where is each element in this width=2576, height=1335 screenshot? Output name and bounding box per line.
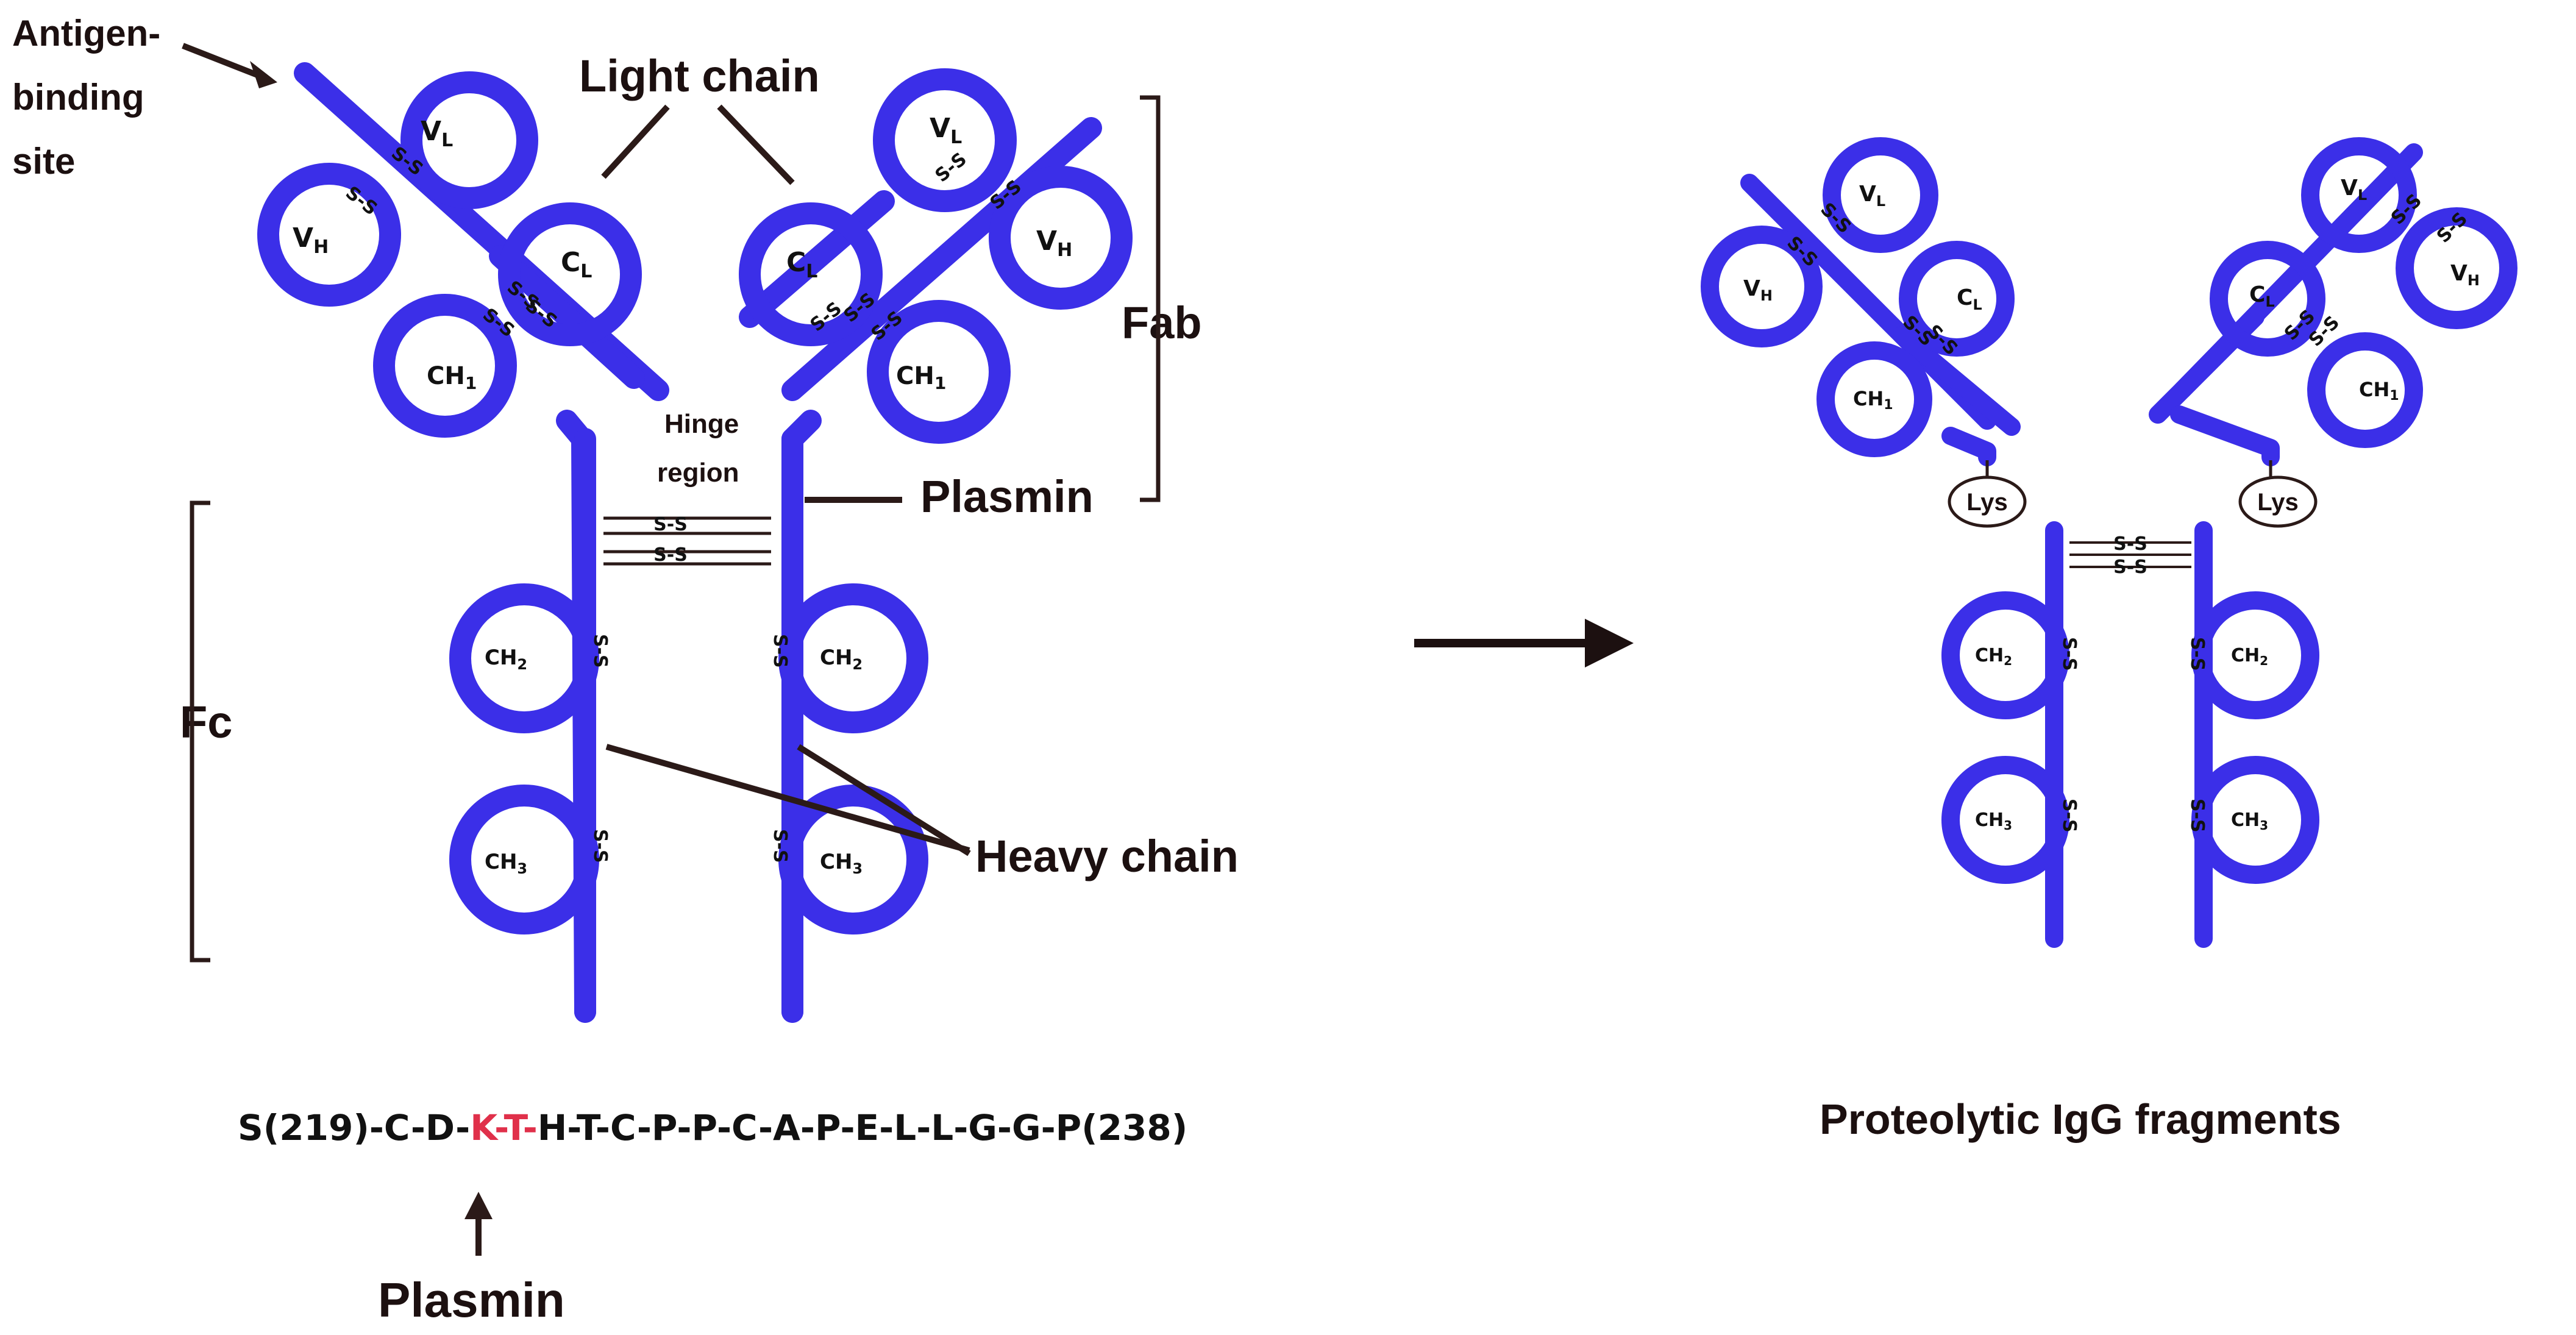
- right-fab-vh-loop: [2396, 207, 2517, 329]
- up-arrowhead: [464, 1192, 493, 1219]
- right-fab-tail: [2170, 405, 2280, 466]
- right-light-arm-strand: [739, 190, 895, 328]
- heavy-chain-pointer-left: [605, 744, 970, 853]
- left-fab-vh-loop: [1701, 226, 1823, 347]
- left-fab-fragment: VL VH CL CH1 S-S S-S S-S S-S: [1701, 137, 2021, 466]
- left-fab-vl-label: VL: [1859, 182, 1885, 210]
- left-fab-vl-loop: [1823, 137, 1938, 253]
- right-ch3-label: CH3: [820, 850, 863, 877]
- fc-right-ch3-ss: S-S: [2186, 799, 2208, 833]
- heavy-chain-label: Heavy chain: [975, 831, 1239, 881]
- fc-right-ch2-label: CH2: [2231, 645, 2268, 668]
- left-fab-cl-label: CL: [1957, 285, 1982, 313]
- right-fab-vl-loop: [2301, 137, 2417, 253]
- right-vl-ss: S-S: [931, 149, 971, 187]
- plasmin-hinge-label: Plasmin: [920, 471, 1094, 522]
- cleavage-site-residues: K-T-: [470, 1107, 538, 1148]
- proteolytic-fragments: VL VH CL CH1 S-S S-S S-S S-S Lys VL VH C…: [1701, 137, 2517, 1143]
- hinge-ss-1: S-S: [653, 514, 688, 535]
- left-fab-tail: [1941, 427, 1996, 466]
- left-ch2-label: CH2: [485, 646, 527, 673]
- left-fab-arm: [257, 62, 669, 438]
- right-vh-loop: [989, 166, 1133, 310]
- fab-bracket: [1140, 95, 1161, 502]
- left-cl-loop: [498, 202, 642, 346]
- left-ch2-ss: S-S: [589, 634, 611, 668]
- left-light-arm-strand: [489, 245, 645, 389]
- left-ch3-loop: [449, 785, 599, 934]
- left-lys-residue: [1948, 475, 2027, 528]
- right-fab-ch1-label: CH1: [2359, 378, 2399, 404]
- left-fab-vh-label: VH: [1743, 276, 1773, 304]
- fc-left-ch2-label: CH2: [1975, 645, 2012, 668]
- antigen-binding-arrowhead: [250, 61, 277, 88]
- left-fab-ch1-label: CH1: [1853, 387, 1893, 413]
- fc-fragment: S-S S-S CH2 CH2 CH3 CH3 S-S S-S S-S S-S: [1941, 521, 2319, 948]
- hinge-ss-2: S-S: [653, 544, 688, 566]
- fc-right-ch2-ss: S-S: [2186, 637, 2208, 671]
- intact-igg: S-S S-S VL VH CL CH1 VL VH CL CH1 CH2 CH…: [12, 13, 1239, 1327]
- right-ch3-ss: S-S: [769, 829, 791, 863]
- fc-left-ch2-ss: S-S: [2058, 637, 2080, 671]
- fab-label: Fab: [1122, 297, 1202, 348]
- right-lys-residue: [2238, 475, 2318, 528]
- right-ch2-label: CH2: [820, 646, 863, 673]
- antigen-binding-site-label: Antigen- binding site: [12, 13, 171, 182]
- right-ch1-loop: [867, 300, 1011, 444]
- right-fab-cl-loop: [2210, 241, 2325, 357]
- right-cl-label: CL: [786, 247, 817, 282]
- left-fab-cl-loop: [1899, 241, 2015, 357]
- right-ch1-label: CH1: [896, 362, 946, 393]
- light-chain-pointer-right: [717, 104, 795, 185]
- hinge-label-line1: Hinge: [664, 409, 739, 439]
- right-fab-cl-label: CL: [2249, 282, 2275, 310]
- plasmin-cleavage-sequence: S(219)-C-D-K-T-H-T-C-P-P-C-A-P-E-L-L-G-G…: [238, 1107, 1187, 1148]
- fc-bracket: [190, 500, 210, 963]
- left-fab-ch1-loop: [1816, 341, 1932, 457]
- left-ch1-label: CH1: [427, 362, 477, 393]
- right-arrow-icon: [1414, 619, 1634, 668]
- heavy-chain-pointer-right: [797, 744, 971, 856]
- right-fab-arm: [739, 68, 1133, 444]
- right-lys-label: Lys: [2257, 489, 2298, 516]
- fragments-caption: Proteolytic IgG fragments: [1820, 1095, 2341, 1143]
- left-fab-light-strand: [1893, 326, 2021, 436]
- left-ch3-label: CH3: [485, 850, 527, 877]
- fc-right-ch3-label: CH3: [2231, 810, 2268, 833]
- hinge-label-line2: region: [657, 458, 739, 488]
- fc-hinge-ss-1: S-S: [2113, 533, 2147, 555]
- left-ch1-loop: [373, 294, 517, 438]
- right-vl-loop: [873, 68, 1017, 212]
- right-fab-fragment: VL VH CL CH1 S-S S-S S-S S-S: [2149, 137, 2517, 466]
- right-fab-vl-label: VL: [2341, 176, 2367, 204]
- right-ch2-ss: S-S: [769, 634, 791, 668]
- left-lys-label: Lys: [1966, 489, 2007, 516]
- fc-left-ch3-label: CH3: [1975, 810, 2012, 833]
- left-vh-label: VH: [293, 222, 329, 258]
- left-vl-loop: [400, 71, 538, 209]
- right-fab-ch1-loop: [2307, 332, 2423, 448]
- left-vl-label: VL: [421, 116, 453, 151]
- light-chain-pointer-left: [601, 104, 670, 179]
- antigen-binding-pointer: [182, 43, 269, 82]
- right-vl-label: VL: [930, 113, 962, 148]
- left-cl-label: CL: [561, 247, 592, 282]
- fc-left-ch3-ss: S-S: [2058, 799, 2080, 833]
- right-cl-loop: [739, 202, 883, 346]
- light-chain-label: Light chain: [579, 51, 820, 101]
- plasmin-sequence-label: Plasmin: [378, 1273, 565, 1327]
- left-vh-loop: [257, 163, 401, 307]
- fc-hinge-ss-2: S-S: [2113, 557, 2147, 578]
- fc-label: Fc: [180, 697, 232, 747]
- left-ch3-ss: S-S: [589, 829, 611, 863]
- right-vh-label: VH: [1036, 226, 1072, 261]
- right-fab-vh-label: VH: [2450, 261, 2480, 289]
